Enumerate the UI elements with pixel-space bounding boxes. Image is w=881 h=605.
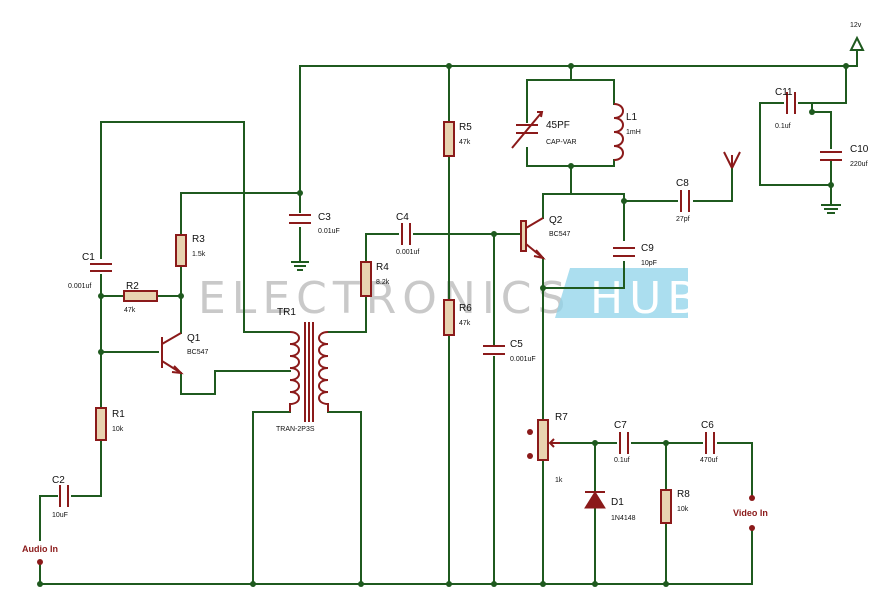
component-label: 470uf xyxy=(700,457,718,464)
component-label: TRAN-2P3S xyxy=(276,426,315,433)
component-label: R8 xyxy=(677,489,690,500)
watermark-text-hub: HUB xyxy=(590,273,703,324)
capacitor-c5: C5 0.001uF xyxy=(483,339,536,363)
component-label: TR1 xyxy=(277,307,296,318)
component-label: 1N4148 xyxy=(611,515,636,522)
transistor-q2: Q2 BC547 xyxy=(520,215,571,260)
resistor-r4: R4 8.2k xyxy=(360,261,390,297)
component-label: Q2 xyxy=(549,215,563,226)
capacitor-c7: C7 0.1uf xyxy=(614,420,630,464)
component-label: 47k xyxy=(459,320,471,327)
video-input: Video In xyxy=(733,495,768,531)
component-label: 10k xyxy=(112,426,124,433)
component-label: C8 xyxy=(676,178,689,189)
component-label: 0.001uf xyxy=(68,283,91,290)
watermark: ELECTRONICS HUB xyxy=(198,268,703,324)
component-label: BC547 xyxy=(187,349,209,356)
supply-label: 12v xyxy=(850,22,862,29)
component-label: 47k xyxy=(459,139,471,146)
capacitor-c10: C10 220uf xyxy=(820,144,869,168)
component-label: R3 xyxy=(192,234,205,245)
capacitor-c9: C9 10pF xyxy=(613,243,657,267)
watermark-text-electronics: ELECTRONICS xyxy=(198,273,571,324)
component-label: 10k xyxy=(677,506,689,513)
component-label: 1k xyxy=(555,477,563,484)
component-label: CAP-VAR xyxy=(546,139,577,146)
component-label: C7 xyxy=(614,420,627,431)
component-label: R4 xyxy=(376,262,389,273)
potentiometer-r7: R7 1k xyxy=(527,412,568,484)
component-label: 0.001uF xyxy=(510,356,536,363)
component-label: 220uf xyxy=(850,161,868,168)
component-label: C2 xyxy=(52,475,65,486)
component-label: C6 xyxy=(701,420,714,431)
component-label: 1.5k xyxy=(192,251,206,258)
component-label: 8.2k xyxy=(376,279,390,286)
component-label: C3 xyxy=(318,212,331,223)
component-label: 27pf xyxy=(676,216,690,223)
component-label: 45PF xyxy=(546,120,570,131)
component-label: L1 xyxy=(626,112,638,123)
component-label: R2 xyxy=(126,281,139,292)
capacitor-c8: C8 27pf xyxy=(676,178,690,223)
component-label: C4 xyxy=(396,212,409,223)
resistor-r8: R8 10k xyxy=(660,489,690,524)
component-label: C11 xyxy=(775,87,793,98)
component-label: C1 xyxy=(82,252,95,263)
resistor-r1: R1 10k xyxy=(95,407,125,441)
component-label: C5 xyxy=(510,339,523,350)
component-label: 0.001uf xyxy=(396,249,419,256)
component-label: 10uF xyxy=(52,512,68,519)
resistor-r3: R3 1.5k xyxy=(175,234,206,267)
component-label: C9 xyxy=(641,243,654,254)
transformer-tr1: TR1 TRAN-2P3S xyxy=(276,307,329,433)
component-label: 1mH xyxy=(626,129,641,136)
component-label: 0.01uF xyxy=(318,228,340,235)
transistor-q1: Q1 BC547 xyxy=(161,332,209,375)
resistor-r6: R6 47k xyxy=(443,299,472,336)
capacitor-c4: C4 0.001uf xyxy=(396,212,419,256)
capacitor-c3: C3 0.01uF xyxy=(289,212,340,235)
capacitor-c6: C6 470uf xyxy=(700,420,718,464)
ground-symbol-c3 xyxy=(291,261,309,271)
component-label: 0.1uf xyxy=(775,123,791,130)
audio-input: Audio In xyxy=(22,544,58,565)
component-label: 10pF xyxy=(641,260,657,267)
resistor-r5: R5 47k xyxy=(443,121,472,157)
component-label: Q1 xyxy=(187,333,201,344)
supply-terminal: 12v xyxy=(849,22,865,51)
component-label: D1 xyxy=(611,497,624,508)
component-label: R5 xyxy=(459,122,472,133)
variable-capacitor: 45PF CAP-VAR xyxy=(511,111,577,149)
antenna-icon xyxy=(723,151,741,169)
resistor-r2: R2 47k xyxy=(123,281,158,314)
watermark-badge xyxy=(555,268,688,318)
diode-d1: D1 1N4148 xyxy=(584,491,636,522)
component-label: R1 xyxy=(112,409,125,420)
video-in-label: Video In xyxy=(733,508,768,518)
component-label: R7 xyxy=(555,412,568,423)
audio-in-label: Audio In xyxy=(22,544,58,554)
component-label: R6 xyxy=(459,303,472,314)
wires xyxy=(39,49,858,585)
capacitor-c11: C11 0.1uf xyxy=(775,87,796,130)
junctions xyxy=(37,63,849,587)
capacitor-c2: C2 10uF xyxy=(52,475,69,519)
capacitor-c1: C1 0.001uf xyxy=(68,252,112,290)
component-label: 47k xyxy=(124,307,136,314)
ground-symbol-c10 xyxy=(821,204,841,214)
inductor-l1: L1 1mH xyxy=(613,103,641,161)
component-label: BC547 xyxy=(549,231,571,238)
component-label: 0.1uf xyxy=(614,457,630,464)
component-label: C10 xyxy=(850,144,869,155)
